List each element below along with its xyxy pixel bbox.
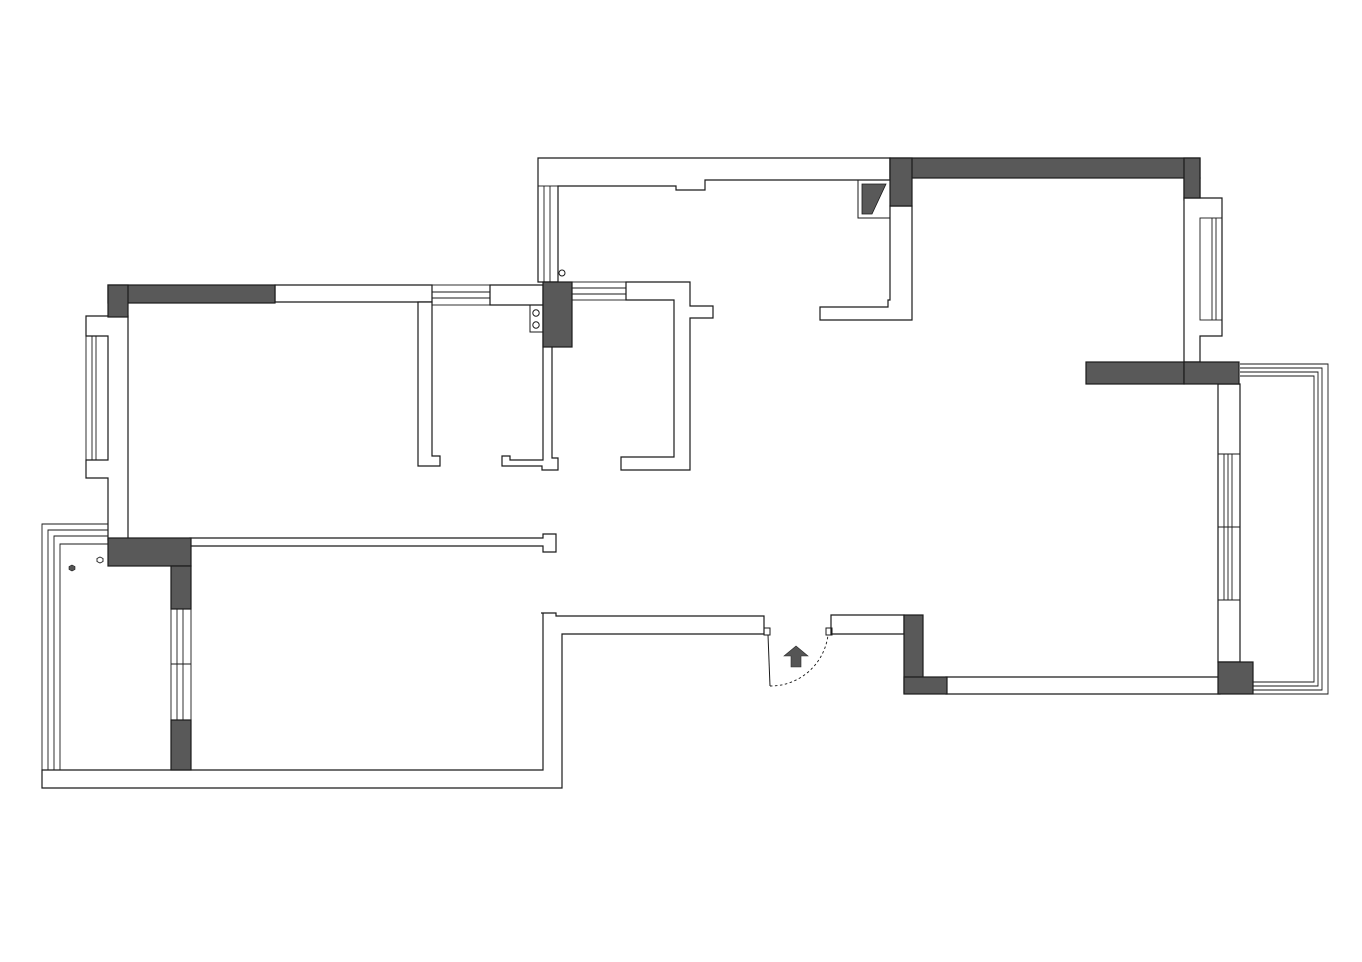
pipe-icon-2 bbox=[532, 321, 540, 329]
column-right-balcony bbox=[1183, 361, 1240, 385]
door-swing bbox=[769, 634, 829, 687]
column-bottom-right bbox=[1217, 661, 1254, 695]
door-leaf bbox=[767, 634, 771, 687]
column-lower-left bbox=[107, 537, 192, 567]
window-top-left bbox=[537, 185, 559, 283]
lower-wall bbox=[41, 612, 765, 789]
entry-right-wall bbox=[830, 614, 905, 635]
pipe-icon-3 bbox=[558, 269, 566, 277]
corridor-top-wall bbox=[489, 284, 544, 306]
walls bbox=[41, 157, 1241, 789]
bathroom-right-wall bbox=[620, 281, 714, 471]
drain-icon-1 bbox=[96, 556, 104, 564]
kitchen-duct bbox=[857, 179, 891, 219]
window-bedroom-top bbox=[431, 284, 491, 306]
window-left-bedroom bbox=[85, 335, 109, 461]
balcony-left bbox=[41, 523, 108, 770]
corridor-wall bbox=[189, 533, 557, 553]
column-lower-left-bottom bbox=[170, 719, 192, 771]
door-jamb-left bbox=[763, 627, 771, 636]
drain-icon-2 bbox=[68, 564, 76, 572]
pipe-icon-1 bbox=[532, 309, 540, 317]
door-jamb-right bbox=[825, 627, 833, 636]
right-wall-lower bbox=[1217, 383, 1241, 663]
wall-stub-upper-right bbox=[819, 205, 913, 321]
column-right-middle bbox=[1085, 361, 1185, 385]
living-bottom-wall bbox=[945, 676, 1221, 695]
top-wall-middle bbox=[537, 157, 891, 283]
up-arrow-icon bbox=[783, 645, 809, 668]
column-top-right-corner bbox=[1183, 157, 1201, 199]
structural-columns bbox=[107, 157, 1254, 771]
window-living-balcony bbox=[1218, 453, 1240, 601]
column-bedroom-top bbox=[107, 284, 276, 304]
column-entry-right-foot bbox=[903, 676, 948, 695]
column-bathroom bbox=[542, 281, 573, 348]
column-top-right bbox=[889, 157, 1201, 179]
windows bbox=[85, 185, 1240, 721]
column-lower-left-stub bbox=[170, 565, 192, 610]
balconies bbox=[41, 363, 1329, 770]
bedroom-top-wall bbox=[274, 284, 433, 303]
pipe-cluster bbox=[529, 304, 544, 333]
column-bedroom-corner bbox=[107, 284, 129, 318]
window-bathroom-top bbox=[571, 281, 627, 301]
fixtures bbox=[68, 179, 891, 572]
window-lower-left bbox=[170, 608, 192, 721]
column-top-right-stub bbox=[889, 157, 913, 207]
balcony-right bbox=[1240, 363, 1329, 695]
bedroom-right-wall bbox=[417, 301, 441, 467]
entrance bbox=[763, 627, 833, 687]
window-right-upper bbox=[1199, 217, 1223, 321]
